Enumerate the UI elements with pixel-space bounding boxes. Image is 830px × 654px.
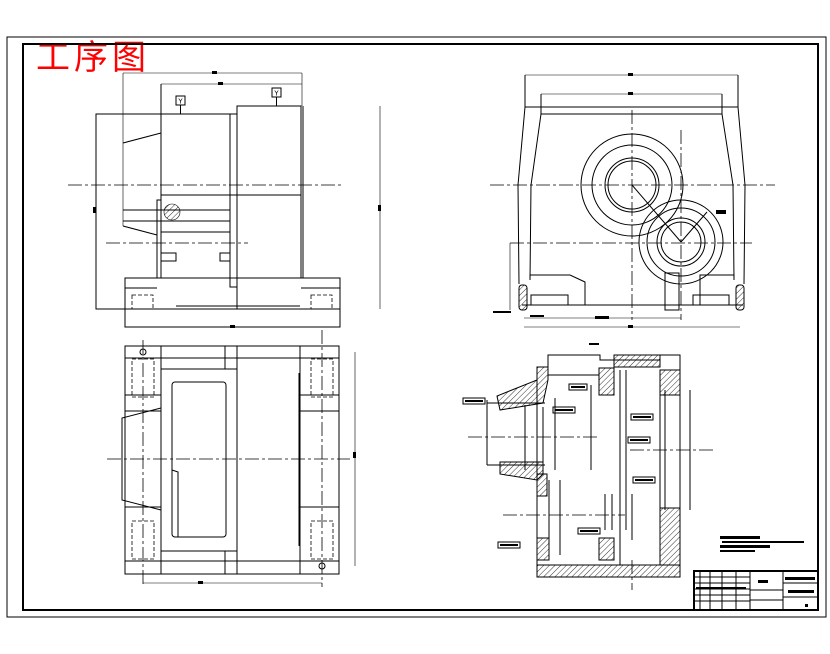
technical-notes (720, 536, 804, 552)
title-block (693, 570, 819, 611)
datum-label: Y (273, 90, 279, 98)
datum-label: Y (177, 98, 183, 106)
side-view (490, 73, 775, 328)
outer-frame (6, 36, 827, 618)
plan-view (107, 330, 356, 587)
inner-frame (22, 43, 819, 611)
section-view (462, 343, 716, 590)
front-view: Y Y (68, 71, 381, 328)
